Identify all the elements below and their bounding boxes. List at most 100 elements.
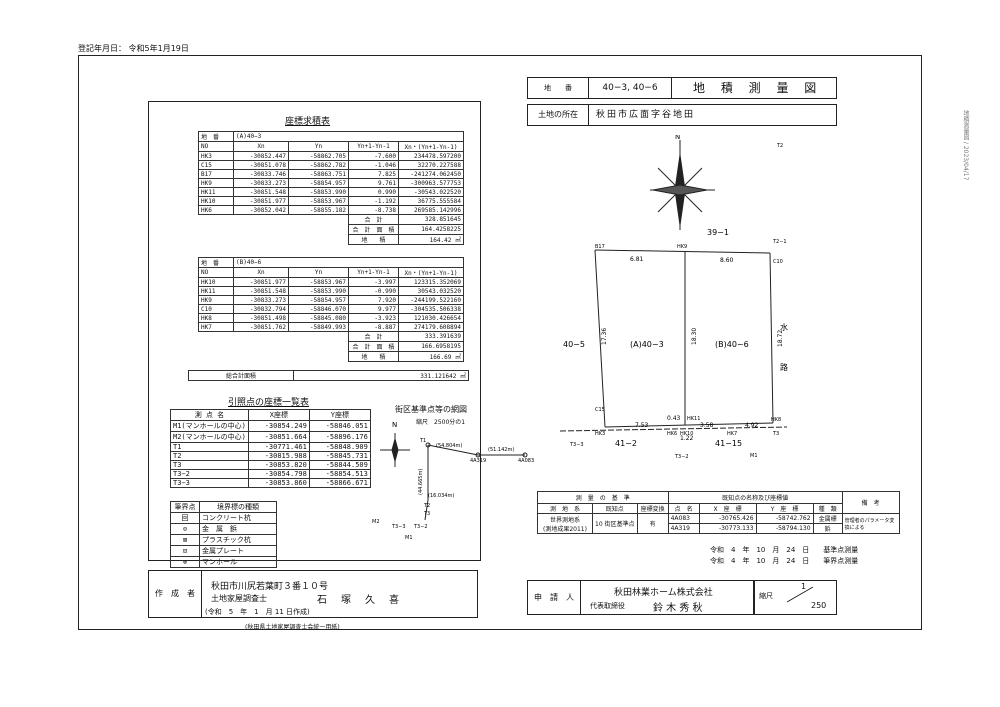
cell: -58845.731: [308, 451, 371, 461]
station-label: T3: [423, 511, 430, 517]
area2-value: 166.6958195: [398, 341, 464, 352]
chiban-box: 地 番 40−3, 40−6 地 積 測 量 図: [527, 77, 837, 99]
plastic-pile-icon: ⊠: [170, 534, 200, 546]
legend-row: ⊗マンホール: [170, 556, 277, 568]
table-row: M2(マンホールの中心)-30851.664-58896.176: [170, 431, 371, 443]
cell: T2: [170, 451, 249, 461]
author-label: 作 成 者: [149, 571, 202, 617]
cell: HK9: [198, 295, 234, 305]
cell: 4A083: [667, 513, 700, 524]
cell: 269585.142996: [398, 205, 464, 215]
area-value: 164.42 ㎡: [398, 234, 464, 245]
distance-label: 6.81: [630, 256, 644, 263]
header-cell: Y 座 標: [755, 503, 814, 514]
point-label: T2−1: [772, 239, 787, 245]
header-cell: 既知点: [592, 503, 638, 514]
cell: -30833.746: [233, 169, 289, 179]
station-marker: [475, 452, 481, 458]
cell: 123315.352069: [398, 277, 464, 287]
traverse-line: [427, 444, 525, 456]
cell: -58742.762: [755, 513, 814, 524]
point-label: T3−3: [569, 442, 584, 448]
cell: -30853.820: [247, 460, 310, 470]
cell: -58855.182: [288, 205, 349, 215]
distance-label: 17.36: [601, 328, 608, 345]
survey-basis-table: 測 量 の 基 準 既知点の名称及び座標値 備 考 測 地 系 既知点 座標変換…: [537, 491, 900, 534]
cell: M1(マンホールの中心): [170, 420, 249, 432]
cell: -30773.133: [698, 523, 757, 534]
manhole-icon: ⊗: [170, 556, 200, 568]
cell: -304535.506338: [398, 304, 464, 314]
area-number: 166.69: [429, 354, 452, 361]
cell: -30851.498: [233, 313, 289, 323]
cell: 0.990: [348, 187, 399, 197]
sum-label: 合 計: [348, 214, 399, 225]
distance-label: (16.034m): [428, 493, 454, 499]
header-cell: 座標変換: [636, 503, 669, 514]
cell: HK9: [198, 178, 234, 188]
cell: -0.990: [348, 286, 399, 296]
cell: -58849.993: [288, 322, 349, 332]
road-edge-line: [559, 426, 788, 432]
cell: -30853.860: [247, 478, 310, 488]
cell: 金属プレート: [199, 545, 277, 557]
point-label: HK10: [680, 431, 693, 437]
cell: HK10: [198, 196, 234, 206]
point-label: T3−2: [674, 454, 689, 460]
sum-value: 333.391639: [398, 331, 464, 342]
point-label: C15: [595, 407, 605, 413]
cell: -58845.080: [288, 313, 349, 323]
plan-north-label: N: [675, 135, 680, 141]
waterway-label: 路: [780, 362, 788, 372]
station-marker: [522, 452, 528, 458]
scale-slash: [786, 586, 814, 603]
coord-table-a: 地 番 (A)40−3 NO Xn Yn Yn+1-Yn-1 Xn・(Yn+1-…: [198, 131, 464, 245]
cell: -58853.967: [288, 277, 349, 287]
boundary-line: [769, 252, 774, 424]
boundary-legend: 筆界点境界標の種類 回コンクリート杭 ⊙金 属 鋲 ⊠プラスチック杭 ⊡金属プレ…: [170, 501, 277, 568]
table-row: T2-30815.988-58845.731: [170, 451, 371, 461]
cell: -30851.548: [233, 286, 289, 296]
cell: HK8: [198, 313, 234, 323]
total-number: 331.121642: [420, 373, 457, 380]
cell: -58896.176: [308, 431, 371, 443]
remarks: 管理者のパラメータ変換による: [841, 513, 900, 534]
cell: -58853.990: [288, 187, 349, 197]
point-label: HK9: [677, 244, 687, 250]
cell: -58854.513: [308, 469, 371, 479]
cell: -30543.022520: [398, 187, 464, 197]
station-label: T2: [423, 503, 430, 509]
cell: -30854.798: [247, 469, 310, 479]
cell: -58866.671: [308, 478, 371, 488]
known-kind: 街区基準点: [604, 521, 635, 528]
cell: T3−3: [170, 478, 249, 488]
table-row: T3−3-30853.860-58866.671: [170, 478, 371, 488]
applicant-role: 代表取締役: [590, 602, 625, 610]
table-row: T1-30771.461-58848.909: [170, 442, 371, 452]
cell: HK11: [198, 187, 234, 197]
cell: -30852.042: [233, 205, 289, 215]
distance-label: 3.58: [700, 422, 714, 429]
calc-frame: [148, 101, 481, 561]
header-cell: Yn: [288, 141, 349, 152]
cell: -1.192: [348, 196, 399, 206]
cell: -30851.977: [233, 277, 289, 287]
lot-label: (B)40−6: [233, 257, 464, 268]
cell: 36775.555584: [398, 196, 464, 206]
cell: 121030.426654: [398, 313, 464, 323]
cell: HK11: [198, 286, 234, 296]
known-count-value: 10: [595, 521, 603, 528]
location-box: 土地の所在 秋田市広面字谷地田: [527, 104, 837, 126]
point-label: T2: [776, 143, 783, 149]
cell: -58846.070: [288, 304, 349, 314]
cell: -30771.461: [247, 442, 310, 452]
sum-value: 328.851645: [398, 214, 464, 225]
cell: -58862.705: [288, 151, 349, 161]
cell: HK6: [198, 205, 234, 215]
cell: -3.997: [348, 277, 399, 287]
